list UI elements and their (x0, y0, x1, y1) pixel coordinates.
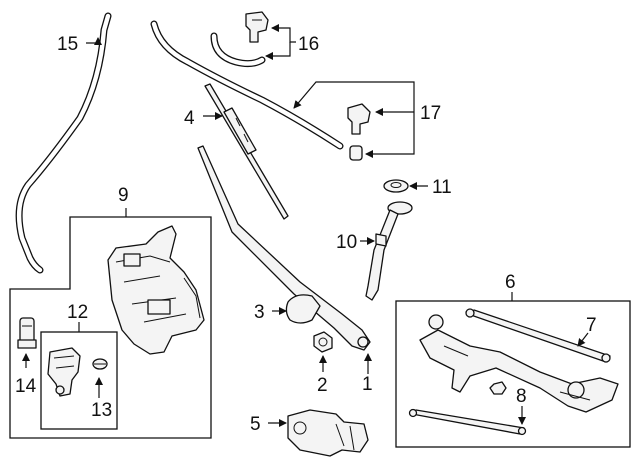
leader-17 (293, 81, 415, 112)
pump-seal-part-13[interactable] (92, 358, 108, 370)
linkage-bolt-part-8[interactable] (489, 381, 507, 395)
grommet-part-11[interactable] (383, 179, 409, 193)
callout-15: 15 (57, 34, 78, 55)
callout-2: 2 (317, 375, 328, 396)
linkage-group-box (395, 300, 631, 448)
arm-cap-part-3[interactable] (285, 294, 321, 324)
linkage-part-6[interactable] (419, 308, 619, 413)
callout-9: 9 (118, 185, 129, 206)
leader-16 (271, 24, 296, 43)
level-sensor-part-14[interactable] (17, 317, 37, 349)
callout-12: 12 (67, 302, 88, 323)
filler-neck-part-10[interactable] (365, 201, 413, 301)
connecting-rod-part-8[interactable] (408, 408, 527, 436)
callout-11: 11 (432, 177, 452, 198)
callout-16: 16 (298, 34, 319, 55)
callout-3: 3 (254, 302, 265, 323)
callout-6: 6 (505, 272, 516, 293)
leader-7 (577, 332, 589, 347)
wiper-blade-part-4[interactable] (204, 83, 289, 220)
washer-hose-part-15[interactable] (15, 12, 112, 274)
arm-nut-part-2[interactable] (313, 331, 333, 353)
washer-reservoir-part-9[interactable] (107, 225, 205, 355)
callout-4: 4 (184, 108, 195, 129)
callout-17: 17 (420, 103, 441, 124)
leader-15 (86, 37, 102, 45)
nozzle-hose-part-16[interactable] (210, 11, 269, 68)
callout-13: 13 (91, 400, 112, 421)
washer-pump-part-12[interactable] (47, 347, 81, 397)
hood-hose-part-17[interactable] (150, 20, 371, 161)
callout-7: 7 (586, 315, 597, 336)
wiper-arm-part-1[interactable] (197, 145, 371, 351)
wiper-motor-part-5[interactable] (287, 409, 369, 457)
callout-8: 8 (516, 386, 527, 407)
callout-1: 1 (362, 374, 373, 395)
callout-10: 10 (336, 232, 357, 253)
callout-5: 5 (250, 414, 261, 435)
reservoir-group-box (9, 216, 212, 439)
callout-14: 14 (15, 376, 37, 397)
